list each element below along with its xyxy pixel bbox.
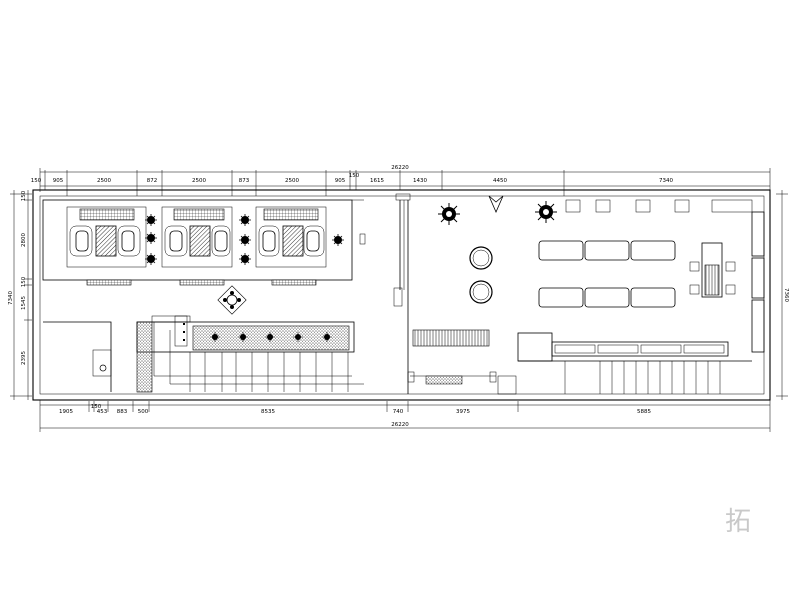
display-case-row-1 <box>538 240 676 261</box>
left-dim-3: 150 <box>21 276 27 287</box>
entrance-arrow-icon <box>488 195 504 213</box>
lower-left-room <box>43 321 112 392</box>
meeting-table <box>689 242 736 298</box>
right-wall-cabinets <box>751 211 765 353</box>
bottom-dim-6: 8535 <box>261 409 275 415</box>
top-dim-8: 905 <box>335 178 346 184</box>
right-total-dim: 7360 <box>783 288 789 302</box>
sofa-group-3 <box>255 206 327 268</box>
left-total-dim: 7340 <box>8 291 14 305</box>
bottom-dim-3: 453 <box>97 409 108 415</box>
bottom-dim-1: 1905 <box>59 409 73 415</box>
bar-stools <box>210 332 332 342</box>
top-dimension-line <box>39 168 771 192</box>
top-dim-13: 7340 <box>659 178 673 184</box>
wall-display-niches <box>565 199 753 213</box>
top-dim-7: 2500 <box>285 178 299 184</box>
sofa-group-1 <box>66 206 147 268</box>
top-dim-1: 150 <box>31 178 42 184</box>
left-dim-4: 1545 <box>21 296 27 310</box>
top-dim-5: 2500 <box>192 178 206 184</box>
shelf-unit <box>412 329 490 347</box>
bottom-total-dim: 26220 <box>391 422 409 428</box>
left-dim-1: 150 <box>21 190 27 201</box>
round-display-table <box>469 246 493 304</box>
top-dim-9: 150 <box>349 173 360 179</box>
top-dim-2: 905 <box>53 178 64 184</box>
top-dim-11: 1430 <box>413 178 427 184</box>
right-dimension-line <box>776 190 788 400</box>
bottom-dimension-line <box>39 400 771 432</box>
bar-counter <box>136 315 355 393</box>
bottom-dim-4: 883 <box>117 409 128 415</box>
central-partition <box>393 193 411 394</box>
bottom-dim-8: 3975 <box>456 409 470 415</box>
top-dim-3: 2500 <box>97 178 111 184</box>
stair-treads <box>153 315 364 392</box>
floor-strips <box>86 279 317 286</box>
top-dim-12: 4450 <box>493 178 507 184</box>
round-table-icon <box>217 285 247 315</box>
left-dim-2: 2800 <box>21 233 27 247</box>
lower-display-counter <box>517 332 752 394</box>
top-dim-10: 1615 <box>370 178 384 184</box>
plant-icon <box>145 214 344 265</box>
bottom-dim-7: 740 <box>393 409 404 415</box>
bottom-dim-2: 150 <box>91 404 102 410</box>
top-total-dim: 26220 <box>391 165 409 171</box>
left-dimension-line <box>10 190 32 400</box>
top-dim-6: 873 <box>239 178 250 184</box>
display-case-row-2 <box>538 287 676 308</box>
entrance-plant-icon <box>438 201 557 225</box>
watermark: 拓 <box>725 507 751 537</box>
bottom-dim-5: 500 <box>138 409 149 415</box>
sofa-group-2 <box>161 206 233 268</box>
entry-door <box>407 371 517 395</box>
left-dim-5: 2395 <box>21 351 27 365</box>
top-dim-4: 872 <box>147 178 158 184</box>
bottom-dim-9: 5885 <box>637 409 651 415</box>
